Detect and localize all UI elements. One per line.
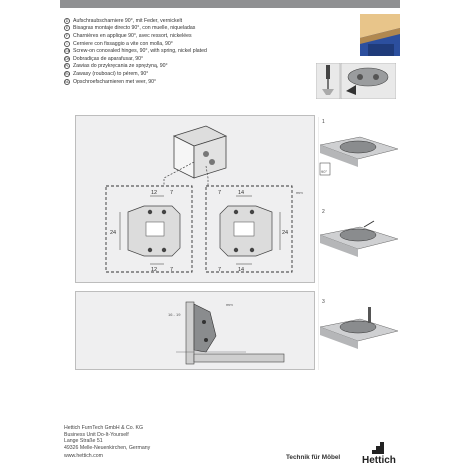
side-section-diagram: 16 - 19 mm [168, 301, 285, 365]
address-line: Lange Straße 51 [64, 438, 103, 445]
lang-code: PL [64, 63, 70, 70]
dim-12-bottom: 12 [151, 267, 157, 273]
steps-column: 90° 1 2 3 [317, 117, 400, 370]
dim-7-bottom-left: 7 [170, 267, 173, 273]
tools-icons [316, 63, 396, 99]
product-photo [360, 14, 400, 56]
rotation-label: 90° [321, 169, 327, 174]
screwdriver-icon [322, 65, 334, 95]
steps-diagram: 90° [317, 117, 399, 370]
drilling-diagram: 12 7 24 12 7 7 14 24 14 7 mm [105, 125, 303, 273]
dim-24-right: 24 [282, 230, 288, 236]
hinge-side-view [193, 303, 217, 353]
dim-24-left: 24 [110, 230, 116, 236]
brand-name: Hettich [362, 455, 396, 466]
address-line: Business Unit Do-It-Yourself [64, 431, 129, 438]
cabinet-corner-icon [172, 125, 228, 179]
label-mm: mm [226, 302, 233, 307]
step-number: 1 [322, 119, 325, 125]
dim-12-top: 12 [151, 190, 157, 196]
lang-code: F [64, 32, 70, 39]
lang-text: Aufschraubscharniere 90°, mit Feder, ver… [73, 17, 183, 24]
drilling-diagram-panel: 12 7 24 12 7 7 14 24 14 7 mm [75, 115, 315, 283]
hinge-plate-right [219, 205, 273, 257]
step-number: 2 [322, 209, 325, 215]
side-section-panel: 16 - 19 mm [75, 291, 315, 370]
hettich-logo: Hettich [362, 442, 396, 466]
dim-14-top: 14 [238, 190, 244, 196]
lang-text: Cerniere con fissaggio a vite con molla,… [73, 40, 173, 47]
address-line: 49326 Melle-Neuenkirchen, Germany [64, 444, 151, 451]
lang-code: D [64, 17, 70, 24]
footer-address: Hettich FurnTech GmbH & Co. KG Business … [64, 425, 204, 460]
lang-code: GB [64, 48, 71, 55]
label-16-19: 16 - 19 [168, 312, 181, 317]
dim-7-top-right: 7 [218, 190, 221, 196]
lang-code: NL [64, 78, 70, 85]
lang-text: Zawias do przykręcania ze sprężyną, 90° [73, 63, 168, 70]
dim-7-top-left: 7 [170, 190, 173, 196]
top-bar [60, 0, 400, 8]
lang-text: Charnières en applique 90°, avec ressort… [73, 32, 192, 39]
lang-text: Opschroefscharnieren met veer, 90° [73, 78, 157, 85]
hinge-top-icon [346, 67, 389, 95]
step-1-illustration [319, 136, 399, 176]
hinge-plate-left [127, 205, 181, 257]
dim-7-bottom-right: 7 [218, 267, 221, 273]
lang-text: Zawasy (rouboaci) to pérem, 90° [73, 70, 149, 77]
step-number: 3 [322, 299, 325, 305]
lang-code: I [64, 40, 70, 47]
lang-text: Screw-on concealed hinges, 90°, with spr… [73, 48, 207, 55]
lang-code: E [64, 25, 70, 32]
step-3-illustration [319, 307, 399, 349]
address-line: Hettich FurnTech GmbH & Co. KG [64, 425, 143, 431]
unit-label: mm [296, 190, 303, 195]
stairs-logo-icon [372, 442, 384, 454]
lang-code: RU [64, 70, 71, 77]
lang-text: Bisagras montaje directo 90°, con muelle… [73, 25, 196, 32]
website-link[interactable]: www.hettich.com [64, 453, 103, 460]
slogan: Technik für Möbel [286, 454, 341, 461]
lang-code: DK [64, 55, 70, 62]
lang-text: Dobradiças de aparafusar, 90° [73, 55, 144, 62]
step-2-illustration [319, 220, 399, 257]
dim-14-bottom: 14 [238, 267, 244, 273]
